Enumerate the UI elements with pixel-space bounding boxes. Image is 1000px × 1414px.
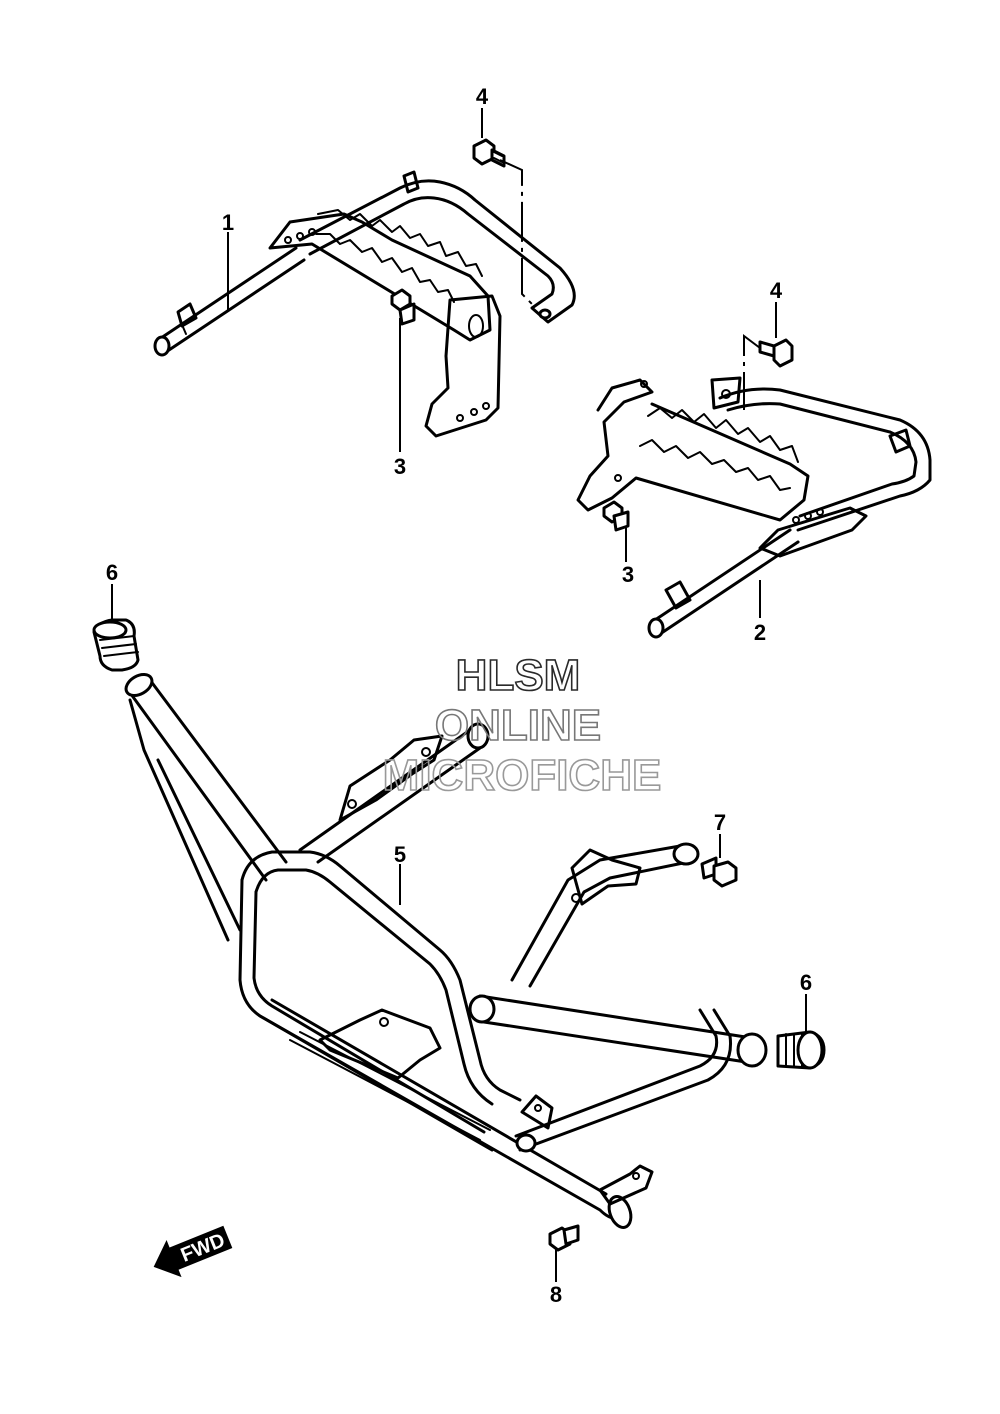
alignment-line-4a: [499, 159, 537, 309]
callout-3b: 3: [622, 562, 634, 587]
watermark-line-3: MICROFICHE: [383, 751, 662, 800]
bolt-3-left[interactable]: [390, 288, 416, 326]
footrest-bracket-right[interactable]: [576, 376, 932, 639]
cap-6-right[interactable]: [776, 1030, 826, 1070]
callout-1: 1: [222, 210, 234, 235]
fwd-arrow-icon: FWD: [153, 1225, 233, 1278]
footrest-bracket-left[interactable]: [153, 170, 576, 438]
callout-8: 8: [550, 1282, 562, 1307]
bolt-8[interactable]: [548, 1224, 580, 1252]
watermark-line-2: ONLINE: [435, 701, 601, 750]
callout-4a: 4: [476, 84, 489, 109]
cap-6-left[interactable]: [92, 618, 140, 672]
callout-2: 2: [754, 620, 766, 645]
callout-5: 5: [394, 842, 406, 867]
callout-7: 7: [714, 810, 726, 835]
alignment-line-4b: [743, 334, 761, 410]
bolt-3-right[interactable]: [602, 500, 630, 532]
callout-4b: 4: [770, 278, 783, 303]
guard-frame[interactable]: [122, 670, 768, 1230]
callout-6b: 6: [800, 970, 812, 995]
bolt-4-right[interactable]: [758, 338, 794, 368]
watermark-line-1: HLSM: [456, 651, 581, 700]
callout-3a: 3: [394, 454, 406, 479]
callout-6a: 6: [106, 560, 118, 585]
bolt-7[interactable]: [700, 856, 738, 888]
bolt-4-left[interactable]: [472, 138, 506, 168]
